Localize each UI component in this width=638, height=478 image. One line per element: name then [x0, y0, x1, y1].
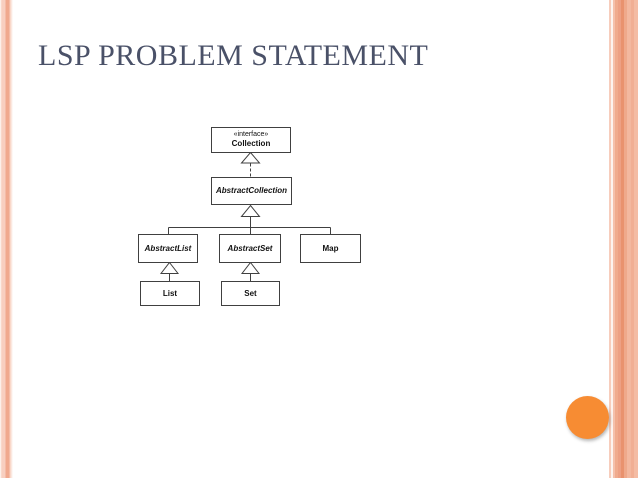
class-box-abstractlist: AbstractList: [138, 234, 198, 263]
class-box-list: List: [140, 281, 200, 306]
right-border-stripes: [609, 0, 638, 478]
class-name-abstractset: AbstractSet: [227, 243, 273, 253]
class-box-collection: «interface» Collection: [211, 127, 291, 153]
hollow-triangle-arrow-collection: [240, 151, 261, 164]
class-name-abstractcollection: AbstractCollection: [215, 186, 288, 195]
class-name-list: List: [162, 288, 178, 298]
left-border-stripes: [0, 0, 13, 478]
stereotype-label: «interface»: [233, 131, 269, 138]
class-name-set: Set: [244, 288, 257, 298]
class-name-collection: Collection: [231, 139, 271, 148]
class-name-map: Map: [322, 243, 339, 253]
slide-title: LSP PROBLEM STATEMENT: [38, 39, 429, 72]
hollow-triangle-arrow-abstractcollection: [240, 204, 261, 217]
class-box-set: Set: [221, 281, 280, 306]
class-box-abstractset: AbstractSet: [219, 234, 281, 263]
accent-circle: [566, 396, 609, 439]
class-name-abstractlist: AbstractList: [144, 243, 192, 253]
hollow-triangle-arrow-abstractlist: [159, 261, 180, 274]
hollow-triangle-arrow-abstractset: [240, 261, 261, 274]
class-box-abstractcollection: AbstractCollection: [211, 177, 292, 205]
class-box-map: Map: [300, 234, 361, 263]
